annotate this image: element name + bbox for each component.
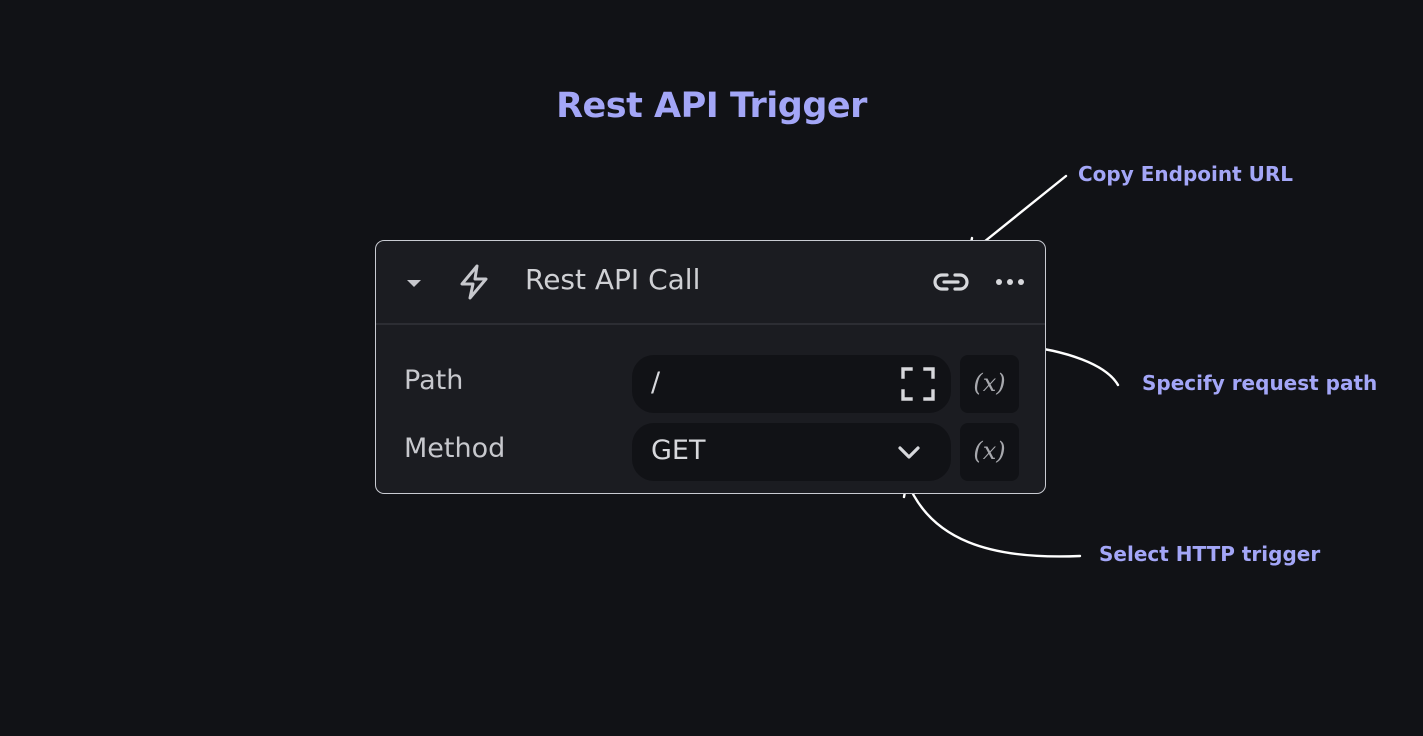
method-label: Method: [404, 433, 506, 464]
node-title: Rest API Call: [525, 263, 701, 296]
callout-copy-endpoint-url: Copy Endpoint URL: [1078, 162, 1294, 186]
caret-down-icon[interactable]: [404, 276, 424, 290]
path-value: /: [651, 367, 661, 398]
chevron-down-icon: [898, 446, 920, 459]
expand-icon[interactable]: [900, 366, 936, 402]
method-value: GET: [651, 435, 706, 466]
callout-specify-request-path: Specify request path: [1142, 371, 1378, 395]
path-variable-button[interactable]: (x): [960, 355, 1019, 413]
lightning-bolt-icon: [460, 264, 488, 300]
path-label: Path: [404, 365, 464, 396]
page-title: Rest API Trigger: [556, 86, 867, 126]
more-horizontal-icon[interactable]: [993, 269, 1027, 295]
node-header: Rest API Call: [376, 241, 1045, 325]
method-variable-button[interactable]: (x): [960, 423, 1019, 481]
link-icon[interactable]: [931, 267, 971, 297]
method-select[interactable]: GET: [632, 423, 951, 481]
rest-api-call-node[interactable]: Rest API Call Path /: [375, 240, 1046, 494]
path-input[interactable]: /: [632, 355, 951, 413]
callout-select-http-trigger: Select HTTP trigger: [1099, 542, 1321, 566]
